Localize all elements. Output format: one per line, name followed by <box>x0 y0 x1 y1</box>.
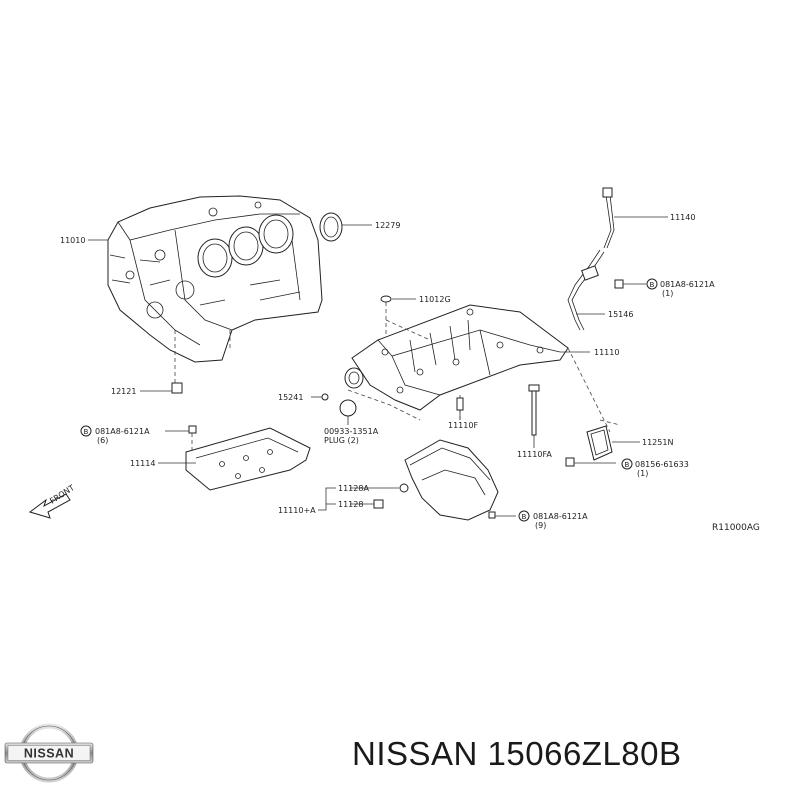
upper-oil-pan <box>351 304 590 411</box>
callout-bolt4: 081A8-6121A <box>533 512 588 521</box>
engine-block <box>107 195 323 363</box>
lower-oil-pan <box>404 439 516 521</box>
drain-plug-12121 <box>140 382 183 394</box>
callout-plug: 00933-1351A <box>324 427 379 436</box>
reference-code: R11000AG <box>712 523 760 533</box>
svg-text:B: B <box>522 513 527 521</box>
callout-bolt2-qty: (1) <box>637 469 648 478</box>
o-ring-11012G <box>380 295 416 303</box>
bolt-marker-3: B <box>80 425 92 437</box>
bolt-11110FA <box>528 384 540 448</box>
callout-11110A: 11110+A <box>278 506 316 515</box>
callout-15241: 15241 <box>278 393 303 402</box>
svg-text:B: B <box>625 461 630 469</box>
baffle-plate <box>158 427 311 491</box>
callout-11128A: 11128A <box>338 484 369 493</box>
tube-bolt <box>614 279 646 289</box>
callout-plug-qty: PLUG (2) <box>324 436 359 445</box>
oil-gauge-tube <box>567 249 605 331</box>
callout-bolt1: 081A8-6121A <box>660 280 715 289</box>
callout-12279: 12279 <box>375 221 400 230</box>
callout-11010: 11010 <box>60 236 85 245</box>
rear-oil-seal <box>319 212 372 242</box>
filter-bracket-15241 <box>311 367 364 401</box>
callout-bolt1-qty: (1) <box>662 289 673 298</box>
logo-wordmark: NISSAN <box>24 747 74 761</box>
callout-12121: 12121 <box>111 387 136 396</box>
front-arrow: FRONT <box>28 483 76 519</box>
bolt-08156 <box>565 457 616 467</box>
bolt-marker-1: B <box>646 278 658 290</box>
stud-11110F <box>456 397 464 420</box>
cover-11251N <box>586 425 640 461</box>
bolt-marker-4: B <box>518 510 530 522</box>
callout-11128: 11128 <box>338 500 363 509</box>
baffle-bolt <box>165 425 197 434</box>
callout-bolt3: 081A8-6121A <box>95 427 150 436</box>
callout-11110F: 11110F <box>448 421 478 430</box>
svg-text:B: B <box>84 428 89 436</box>
oil-level-gauge <box>602 187 668 249</box>
callout-11251N: 11251N <box>642 438 673 447</box>
nissan-logo: NISSAN <box>4 723 94 783</box>
callout-bolt3-qty: (6) <box>97 436 108 445</box>
callout-bolt4-qty: (9) <box>535 521 546 530</box>
callout-15146: 15146 <box>608 310 633 319</box>
bolt-marker-2: B <box>621 458 633 470</box>
callout-11140: 11140 <box>670 213 695 222</box>
callout-11110: 11110 <box>594 348 619 357</box>
callout-bolt2: 08156-61633 <box>635 460 689 469</box>
drain-bolt-11128 <box>350 483 409 509</box>
callout-11110FA: 11110FA <box>517 450 552 459</box>
part-caption: NISSAN 15066ZL80B <box>352 735 682 772</box>
callout-11114: 11114 <box>130 459 155 468</box>
callout-11012G: 11012G <box>419 295 451 304</box>
plug-00933 <box>339 399 357 425</box>
svg-text:B: B <box>650 281 655 289</box>
